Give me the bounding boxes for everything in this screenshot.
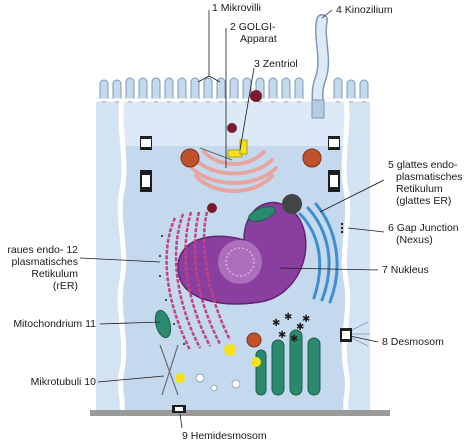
rough-er <box>165 211 232 351</box>
leader-lines <box>79 9 385 429</box>
vesicles <box>175 90 322 392</box>
rough-er-ribosomes <box>159 235 185 345</box>
label-desmosome: 8 Desmosom <box>382 336 444 348</box>
glycogen-granules: ✱✱✱ ✱✱✱ <box>272 312 310 345</box>
label-ser-line3: Retikulum <box>396 183 443 195</box>
svg-text:✱: ✱ <box>290 334 298 345</box>
label-microvilli: 1 Mikrovilli <box>212 2 262 14</box>
label-rer-line1: raues endo- 12 <box>7 244 78 256</box>
hemidesmosome <box>172 405 186 413</box>
label-rer-line4: (rER) <box>52 280 78 292</box>
basement-membrane <box>90 410 390 416</box>
desmosome <box>340 321 370 347</box>
label-golgi-line2: Apparat <box>240 33 277 45</box>
svg-text:✱: ✱ <box>302 314 310 325</box>
golgi-apparatus <box>190 150 278 193</box>
gap-junction <box>340 222 344 234</box>
label-centriole: 3 Zentriol <box>254 58 298 70</box>
label-ser-line4: (glattes ER) <box>396 195 452 207</box>
label-rer-line2: plasmatisches <box>11 256 78 268</box>
nucleus <box>177 201 307 305</box>
svg-text:✱: ✱ <box>296 322 304 333</box>
label-rer-line3: Retikulum <box>31 268 78 280</box>
label-golgi-line1: 2 GOLGI- <box>230 21 276 33</box>
apical-zone <box>122 98 346 146</box>
label-kinocilium: 4 Kinozilium <box>336 4 393 16</box>
nucleolus <box>218 240 262 284</box>
microtubules <box>159 147 233 396</box>
label-ser-line1: 5 glattes endo- <box>388 159 458 171</box>
label-mitochondrium: Mitochondrium 11 <box>13 318 96 330</box>
microvilli <box>99 77 369 103</box>
label-microtubules: Mikrotubuli 10 <box>30 376 96 388</box>
lateral-membrane-left <box>117 97 127 411</box>
label-gap-junction-line1: 6 Gap Junction <box>388 222 459 234</box>
junctions <box>140 136 340 192</box>
label-gap-junction-line2: (Nexus) <box>396 234 433 246</box>
svg-text:✱: ✱ <box>284 312 292 323</box>
label-hemidesmosome: 9 Hemidesmosom <box>182 430 267 442</box>
svg-text:✱: ✱ <box>278 330 286 341</box>
label-nucleus: 7 Nukleus <box>382 264 429 276</box>
lateral-membrane-right <box>341 97 351 411</box>
centriole <box>227 139 248 158</box>
neighbor-cell-right <box>346 98 370 410</box>
kinocilium <box>311 14 330 119</box>
label-ser-line2: plasmatisches <box>396 171 463 183</box>
smooth-er <box>298 202 339 304</box>
neighbor-cell-left <box>96 98 122 410</box>
svg-text:✱: ✱ <box>272 318 280 329</box>
